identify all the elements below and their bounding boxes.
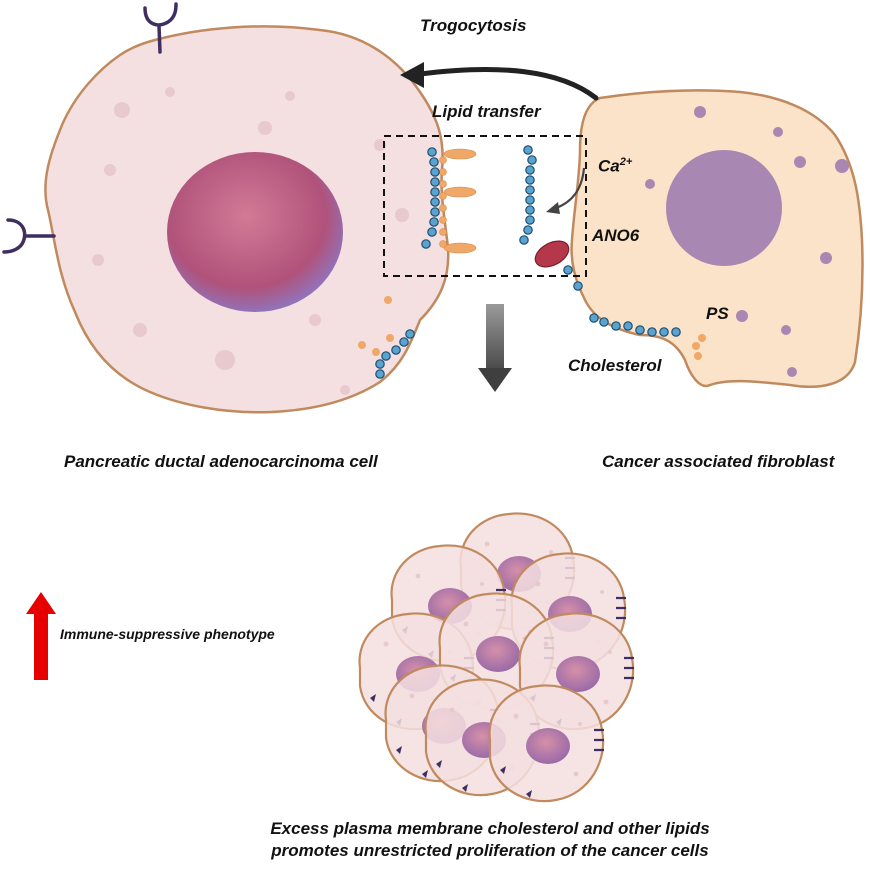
ps-label: PS bbox=[706, 304, 729, 323]
pdac-nucleus bbox=[167, 152, 343, 312]
ps-lipids bbox=[692, 334, 706, 360]
trogocytosis-label: Trogocytosis bbox=[420, 16, 527, 35]
caption-line-2: promotes unrestricted proliferation of t… bbox=[271, 841, 709, 860]
calcium-arrow-head bbox=[546, 202, 560, 214]
cholesterol-label: Cholesterol bbox=[568, 356, 662, 375]
pdac-cell bbox=[2, 2, 450, 414]
immune-phenotype-label: Immune-suppressive phenotype bbox=[60, 626, 275, 642]
pdac-cell-label: Pancreatic ductal adenocarcinoma cell bbox=[64, 452, 378, 471]
cholesterol-chain-right bbox=[519, 145, 537, 245]
ano6-channel bbox=[534, 240, 570, 268]
calcium-arrow bbox=[555, 167, 586, 210]
calcium-label: Ca2+ bbox=[598, 156, 633, 176]
caf-granules bbox=[645, 106, 849, 377]
up-arrow bbox=[26, 592, 56, 680]
down-arrow bbox=[478, 304, 512, 392]
caption-line-1: Excess plasma membrane cholesterol and o… bbox=[270, 819, 710, 838]
ano6-label: ANO6 bbox=[592, 226, 640, 245]
caf-cell-label: Cancer associated fibroblast bbox=[602, 452, 835, 471]
lipid-transfer-box bbox=[383, 135, 587, 277]
caption: Excess plasma membrane cholesterol and o… bbox=[200, 818, 780, 862]
trogocytosis-arrow-head bbox=[400, 62, 424, 88]
cancer-cell-cluster bbox=[358, 512, 636, 803]
caf-cell bbox=[534, 89, 864, 388]
trogocytosis-arrow bbox=[417, 66, 599, 101]
transferred-lipids bbox=[439, 148, 477, 254]
pdac-membrane-lipids bbox=[358, 296, 415, 379]
cluster-cell bbox=[488, 684, 606, 803]
lipid-transfer-label: Lipid transfer bbox=[432, 102, 541, 121]
caf-nucleus bbox=[666, 150, 782, 266]
receptor-icon bbox=[2, 2, 178, 254]
